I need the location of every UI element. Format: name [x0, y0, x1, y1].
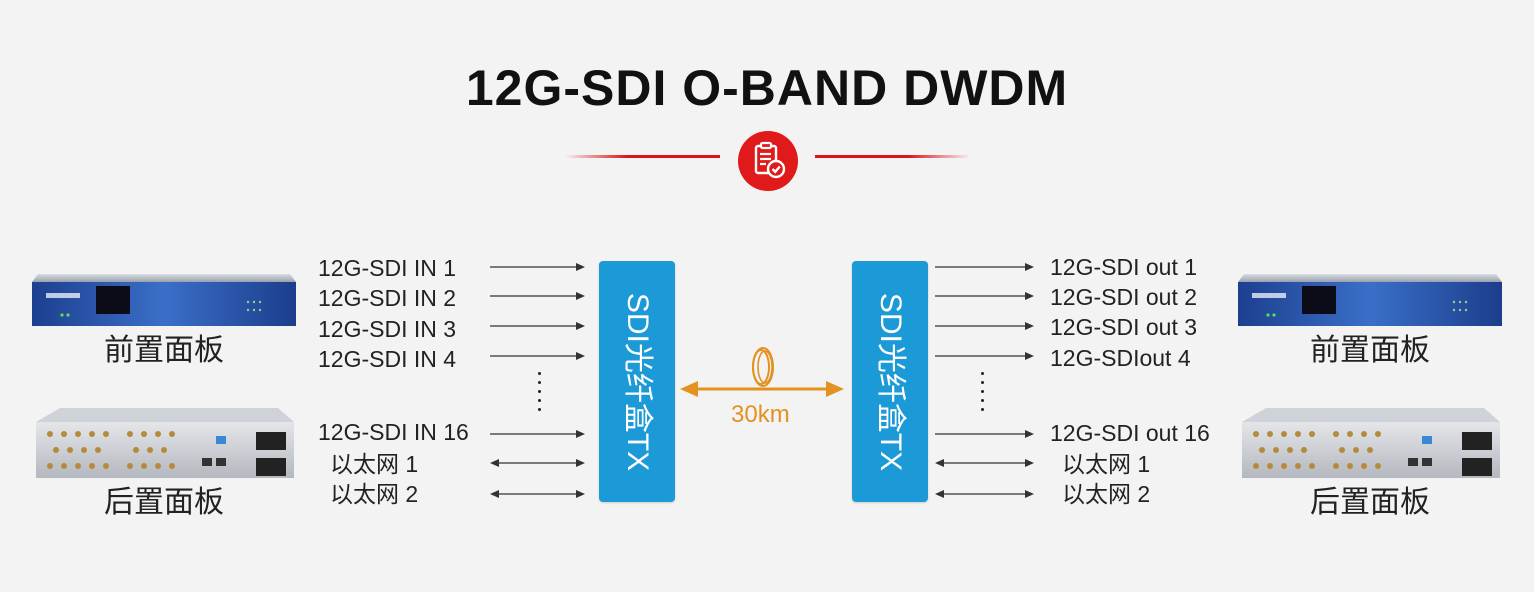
arrow-right [490, 290, 586, 302]
arrow-right [490, 428, 586, 440]
front-panel-device-image [1236, 266, 1504, 328]
input-label-2: 12G-SDI IN 2 [318, 285, 457, 311]
input-label-3: 12G-SDI IN 3 [318, 316, 457, 342]
page-title: 12G-SDI O-BAND DWDM [465, 60, 1069, 116]
title-divider-left [565, 155, 720, 158]
arrow-bidirectional [490, 488, 586, 500]
front-panel-label: 前置面板 [1310, 334, 1430, 367]
box-label: SDI光纤盒TX [874, 292, 907, 471]
arrow-right [490, 320, 586, 332]
ethernet-label-1: 以太网 1 [330, 451, 419, 477]
output-label-4: 12G-SDIout 4 [1050, 345, 1191, 371]
input-label-4: 12G-SDI IN 4 [318, 346, 457, 372]
fiber-coil-icon [749, 346, 777, 393]
ethernet-label-1: 以太网 1 [1062, 451, 1151, 477]
arrow-right [935, 290, 1035, 302]
back-panel-label: 后置面板 [1310, 486, 1430, 519]
box-label: SDI光纤盒TX [621, 292, 654, 471]
input-label-16: 12G-SDI IN 16 [318, 419, 469, 445]
arrow-right [935, 261, 1035, 273]
distance-label: 30km [731, 401, 790, 428]
arrow-right [490, 350, 586, 362]
clipboard-check-icon [738, 131, 798, 191]
output-label-1: 12G-SDI out 1 [1050, 254, 1198, 280]
output-label-2: 12G-SDI out 2 [1050, 284, 1198, 310]
title-divider-right [815, 155, 970, 158]
ellipsis-dots [537, 372, 543, 417]
arrow-right [935, 320, 1035, 332]
arrow-bidirectional [490, 457, 586, 469]
output-label-3: 12G-SDI out 3 [1050, 314, 1198, 340]
input-label-1: 12G-SDI IN 1 [318, 255, 457, 281]
back-panel-device-image [34, 406, 296, 480]
sdi-fiber-box-right: SDI光纤盒TX [852, 261, 928, 502]
arrow-right [490, 261, 586, 273]
front-panel-label: 前置面板 [104, 334, 224, 367]
back-panel-label: 后置面板 [104, 486, 224, 519]
ellipsis-dots [980, 372, 986, 417]
front-panel-device-image [30, 266, 298, 328]
back-panel-device-image [1240, 406, 1502, 480]
arrow-right [935, 350, 1035, 362]
arrow-right [935, 428, 1035, 440]
ethernet-label-2: 以太网 2 [1062, 481, 1151, 507]
fiber-link-arrow [680, 345, 844, 410]
ethernet-label-2: 以太网 2 [330, 481, 419, 507]
sdi-fiber-box-left: SDI光纤盒TX [599, 261, 675, 502]
arrow-bidirectional [935, 457, 1035, 469]
output-label-16: 12G-SDI out 16 [1050, 420, 1210, 446]
arrow-bidirectional [935, 488, 1035, 500]
